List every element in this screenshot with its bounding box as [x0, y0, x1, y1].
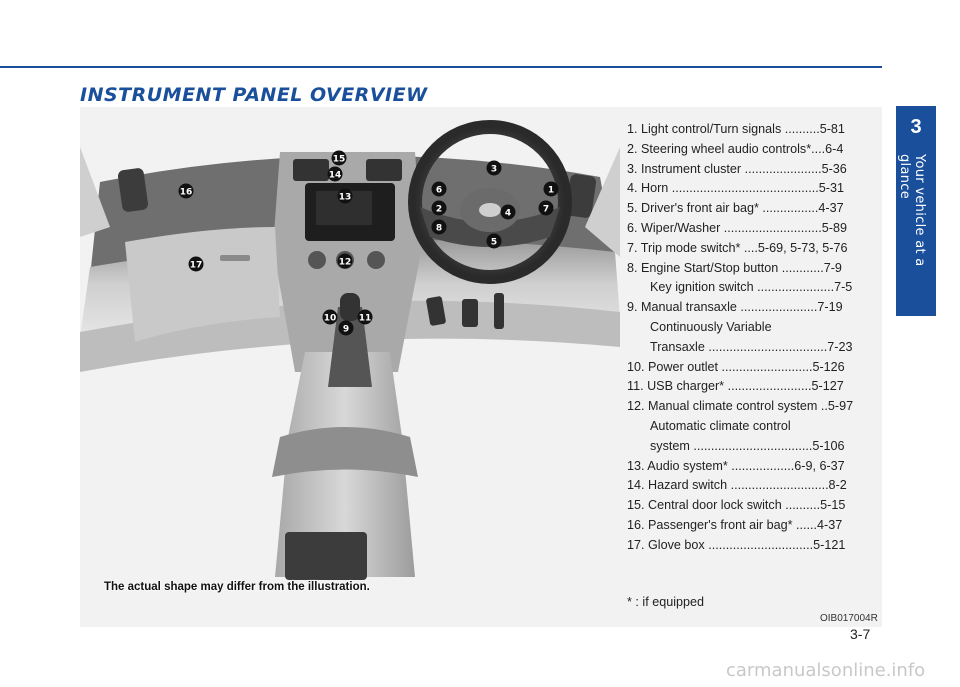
svg-text:13: 13 — [339, 193, 352, 203]
chapter-tab: 3 Your vehicle at a glance — [896, 106, 936, 316]
callout-10: 10 — [322, 309, 338, 325]
list-item-continuation: Continuously Variable — [650, 319, 772, 334]
center-vent-right — [366, 159, 402, 181]
glove-box-handle — [220, 255, 250, 261]
svg-text:14: 14 — [329, 171, 342, 181]
callout-11: 11 — [357, 309, 373, 325]
page-title: INSTRUMENT PANEL OVERVIEW — [80, 84, 428, 106]
list-item: 10. Power outlet .......................… — [627, 359, 845, 374]
climate-knob-left — [308, 251, 326, 269]
logo-emblem — [479, 203, 501, 217]
callouts: 1 2 3 4 5 6 7 8 9 10 11 12 13 14 15 16 1… — [178, 150, 559, 336]
list-item: 13. Audio system* ..................6-9,… — [627, 458, 845, 473]
svg-text:8: 8 — [436, 224, 442, 234]
callout-1: 1 — [543, 181, 559, 197]
shift-knob — [340, 293, 360, 321]
list-item: 7. Trip mode switch* ....5-69, 5-73, 5-7… — [627, 240, 848, 255]
callout-9: 9 — [338, 320, 354, 336]
list-item-continuation: Key ignition switch ....................… — [650, 280, 853, 295]
svg-text:17: 17 — [190, 261, 203, 271]
list-item: 2. Steering wheel audio controls*....6-4 — [627, 141, 844, 156]
list-item: 11. USB charger* .......................… — [627, 379, 844, 394]
svg-text:5: 5 — [491, 238, 497, 248]
right-side-vent — [565, 174, 597, 218]
watermark: carmanualsonline.info — [726, 660, 926, 681]
list-item: 4. Horn ................................… — [627, 181, 844, 196]
list-item: 12. Manual climate control system ..5-97 — [627, 399, 854, 414]
callout-12: 12 — [337, 253, 353, 269]
steering-wheel — [408, 120, 572, 284]
climate-knob-right — [367, 251, 385, 269]
svg-text:16: 16 — [180, 188, 193, 198]
accelerator-pedal — [494, 293, 504, 329]
rear-vent — [285, 532, 367, 580]
list-item: 8. Engine Start/Stop button ............… — [627, 260, 842, 275]
callout-17: 17 — [188, 256, 204, 272]
clutch-pedal — [426, 296, 446, 326]
callout-4: 4 — [500, 204, 516, 220]
chapter-label: Your vehicle at a glance — [897, 154, 927, 267]
callout-16: 16 — [178, 183, 194, 199]
callout-13: 13 — [337, 188, 353, 204]
svg-text:3: 3 — [491, 165, 497, 175]
callout-8: 8 — [431, 219, 447, 235]
center-vent-left — [293, 159, 329, 181]
brake-pedal — [462, 299, 478, 327]
list-item: 14. Hazard switch ......................… — [627, 478, 847, 493]
svg-text:6: 6 — [436, 186, 442, 196]
list-item: 5. Driver's front air bag* .............… — [627, 201, 844, 216]
top-rule — [0, 66, 882, 68]
dashboard-illustration: 1 2 3 4 5 6 7 8 9 10 11 12 13 14 15 16 1… — [80, 120, 620, 580]
svg-text:15: 15 — [333, 155, 346, 165]
list-item-continuation: system .................................… — [650, 438, 845, 453]
svg-text:2: 2 — [436, 205, 442, 215]
list-item: 1. Light control/Turn signals ..........… — [627, 122, 845, 136]
list-item: 16. Passenger's front air bag* ......4-3… — [627, 517, 843, 532]
svg-text:11: 11 — [359, 314, 372, 324]
list-item: 15. Central door lock switch ..........5… — [627, 498, 846, 513]
callout-2: 2 — [431, 200, 447, 216]
list-item-continuation: Transaxle ..............................… — [650, 339, 853, 354]
footnote: * : if equipped — [627, 595, 705, 609]
figure-code: OIB017004R — [820, 613, 878, 624]
callout-14: 14 — [327, 166, 343, 182]
callout-7: 7 — [538, 200, 554, 216]
armrest — [272, 427, 418, 477]
list-item: 9. Manual transaxle ....................… — [627, 300, 843, 315]
svg-text:4: 4 — [505, 209, 511, 219]
illustration-disclaimer: The actual shape may differ from the ill… — [104, 581, 370, 593]
callout-5: 5 — [486, 233, 502, 249]
page-number: 3-7 — [850, 626, 871, 642]
callout-3: 3 — [486, 160, 502, 176]
left-pillar — [80, 147, 110, 237]
svg-text:12: 12 — [339, 258, 352, 268]
list-item-continuation: Automatic climate control — [650, 418, 791, 433]
list-item: 3. Instrument cluster ..................… — [627, 161, 847, 176]
list-item: 17. Glove box ..........................… — [627, 537, 846, 552]
svg-text:1: 1 — [548, 186, 554, 196]
callout-6: 6 — [431, 181, 447, 197]
chapter-number: 3 — [910, 116, 922, 138]
callout-15: 15 — [331, 150, 347, 166]
left-side-vent — [117, 168, 149, 212]
right-pillar — [585, 147, 620, 257]
component-list: 1. Light control/Turn signals ..........… — [627, 120, 887, 556]
svg-text:9: 9 — [343, 325, 349, 335]
figure-panel: 1 2 3 4 5 6 7 8 9 10 11 12 13 14 15 16 1… — [80, 107, 882, 627]
list-item: 6. Wiper/Washer ........................… — [627, 220, 847, 235]
svg-text:7: 7 — [543, 205, 549, 215]
svg-text:10: 10 — [324, 314, 337, 324]
